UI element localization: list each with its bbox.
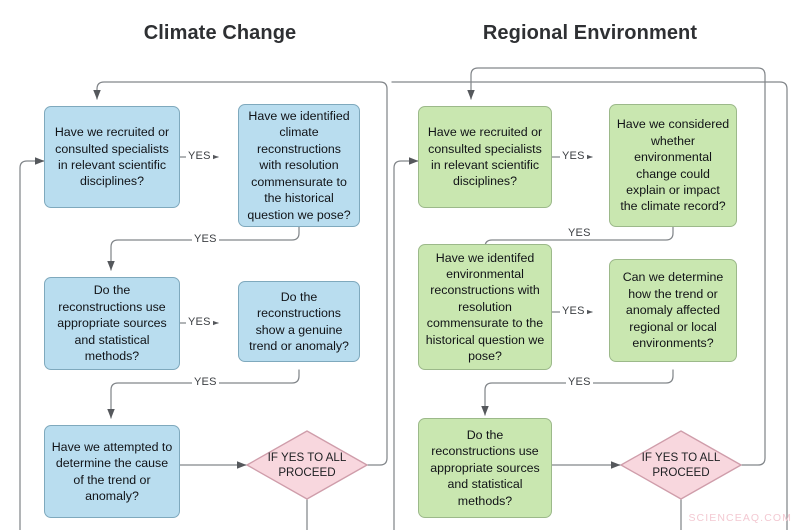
node-cc-climate-reconstructions-resolution[interactable]: Have we identified climate reconstructio… xyxy=(238,104,360,227)
node-cc-genuine-trend-or-anomaly[interactable]: Do the reconstructions show a genuine tr… xyxy=(238,281,360,362)
edge-left-return-rail xyxy=(19,157,45,530)
edge-label-re1-re2: YES xyxy=(560,150,587,162)
node-re-trend-affected-environments[interactable]: Can we determine how the trend or anomal… xyxy=(609,259,737,362)
node-cc-determine-cause[interactable]: Have we attempted to determine the cause… xyxy=(44,425,180,518)
edge-label-cc2-cc3: YES xyxy=(192,233,219,245)
column-title-climate-change: Climate Change xyxy=(143,22,297,44)
decision-re-if-yes-to-all[interactable]: IF YES TO ALL PROCEED xyxy=(620,430,742,500)
edge-mid-return-rail xyxy=(393,157,419,530)
node-re-environmental-reconstructions-resolution[interactable]: Have we identifed environmental reconstr… xyxy=(418,244,552,370)
node-re-appropriate-sources-methods[interactable]: Do the reconstructions use appropriate s… xyxy=(418,418,552,518)
edge-label-re3-re4: YES xyxy=(560,305,587,317)
watermark-sciencea-q: SCIENCEAQ.COM xyxy=(688,512,792,524)
node-re-recruit-specialists[interactable]: Have we recruited or consulted specialis… xyxy=(418,106,552,208)
node-cc-appropriate-sources-methods[interactable]: Do the reconstructions use appropriate s… xyxy=(44,277,180,370)
column-title-regional-environment: Regional Environment xyxy=(482,22,698,44)
decision-cc-label: IF YES TO ALL PROCEED xyxy=(267,451,347,479)
edge-label-cc3-cc4: YES xyxy=(186,316,213,328)
edge-label-re4-re5: YES xyxy=(566,376,593,388)
edge-label-cc4-cc5: YES xyxy=(192,376,219,388)
edge-label-re2-re3: YES xyxy=(566,227,593,239)
decision-cc-if-yes-to-all[interactable]: IF YES TO ALL PROCEED xyxy=(246,430,368,500)
decision-re-label: IF YES TO ALL PROCEED xyxy=(641,451,721,479)
edge-label-cc1-cc2: YES xyxy=(186,150,213,162)
node-cc-recruit-specialists[interactable]: Have we recruited or consulted specialis… xyxy=(44,106,180,208)
node-re-environmental-change-climate-record[interactable]: Have we considered whether environmental… xyxy=(609,104,737,227)
